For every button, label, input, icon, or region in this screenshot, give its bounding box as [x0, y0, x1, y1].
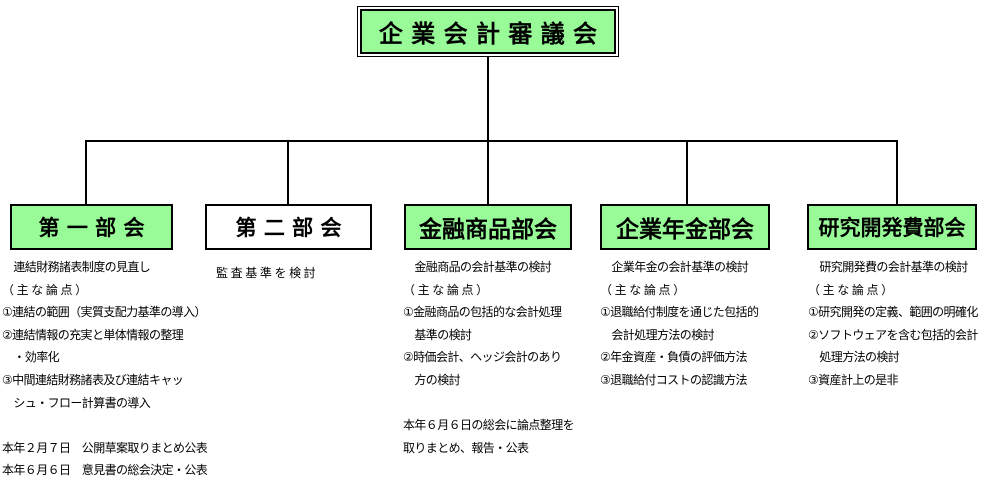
text-line: 金融商品の会計基準の検討: [403, 260, 552, 274]
dept-box-label: 金融商品部会: [419, 217, 557, 243]
text-line: 研究開発費の会計基準の検討: [808, 260, 968, 274]
text-line: ②ソフトウェアを含む包括的会計: [808, 327, 978, 342]
text-line: [403, 392, 598, 415]
text-line: ②連結情報の充実と単体情報の整理: [2, 327, 184, 342]
dept-box-label: 第 一 部 会: [38, 216, 145, 240]
text-line: 連結財務諸表制度の見直し: [2, 260, 151, 274]
dept-box-kenkyu-kaihatsuhi-bukai: 研究開発費部会: [807, 204, 977, 250]
text-line: シュ・フロー計算書の導入: [2, 395, 151, 410]
text-line: 本年６月６日 意見書の総会決定・公表: [2, 463, 208, 477]
dept-notes-kigyo-nenkin-bukai: 企業年金の会計基準の検討 （ 主 な 論 点 ） ①退職給付制度を通じた包括的 会計…: [600, 256, 795, 392]
dept-box-kigyo-nenkin-bukai: 企業年金部会: [600, 204, 770, 250]
connector-drop-2: [287, 140, 289, 204]
text-line: 企業年金の会計基準の検討: [600, 260, 749, 274]
text-line: ③資産計上の是非: [808, 372, 899, 387]
text-line: 監 査 基 準 を 検 討: [216, 266, 316, 280]
dept-box-daini-bukai: 第 二 部 会: [205, 204, 372, 250]
dept-notes-daini-bukai: 監 査 基 準 を 検 討: [216, 262, 396, 285]
text-line: ①金融商品の包括的な会計処理: [403, 305, 562, 320]
connector-drop-1: [85, 140, 87, 204]
text-line: 本年６月６日の総会に論点整理を: [403, 418, 575, 433]
text-line: 基準の検討: [403, 327, 472, 342]
text-line: 本年２月７日 公開草案取りまとめ公表: [2, 440, 208, 455]
text-line: 方の検討: [403, 372, 461, 387]
dept-box-daiichi-bukai: 第 一 部 会: [10, 204, 173, 250]
connector-stem: [487, 57, 489, 141]
connector-drop-5: [896, 140, 898, 204]
dept-notes-kenkyu-kaihatsuhi-bukai: 研究開発費の会計基準の検討 （ 主 な 論 点 ） ①研究開発の定義、範囲の明確化 ②…: [808, 256, 987, 392]
root-box-inner: 企 業 会 計 審 議 会: [360, 9, 616, 54]
dept-notes-kinyu-shohin-bukai: 金融商品の会計基準の検討 （ 主 な 論 点 ） ①金融商品の包括的な会計処理 基準…: [403, 256, 598, 459]
text-line: 処理方法の検討: [808, 350, 900, 365]
dept-box-label: 企業年金部会: [616, 217, 754, 243]
dept-notes-daiichi-bukai: 連結財務諸表制度の見直し （ 主 な 論 点 ） ①連結の範囲（実質支配力基準の導入…: [2, 256, 216, 477]
text-line: 会計処理方法の検討: [600, 327, 715, 342]
connector-drop-3: [487, 140, 489, 204]
text-line: （ 主 な 論 点 ）: [600, 282, 685, 297]
dept-box-label: 研究開発費部会: [818, 216, 966, 240]
text-line: （ 主 な 論 点 ）: [808, 282, 893, 297]
text-line: ①連結の範囲（実質支配力基準の導入）: [2, 305, 207, 320]
text-line: 取りまとめ、報告・公表: [403, 440, 529, 455]
text-line: ③中間連結財務諸表及び連結キャッ: [2, 372, 184, 387]
connector-horizontal-bar: [85, 140, 898, 142]
text-line: ・効率化: [2, 350, 60, 365]
dept-box-label: 第 二 部 会: [235, 216, 342, 240]
root-box: 企 業 会 計 審 議 会: [357, 6, 619, 57]
text-line: ②時価会計、ヘッジ会計のあり: [403, 350, 562, 365]
text-line: ①研究開発の定義、範囲の明確化: [808, 305, 978, 320]
text-line: ②年金資産・負債の評価方法: [600, 350, 748, 365]
text-line: （ 主 な 論 点 ）: [403, 282, 488, 297]
connector-drop-4: [686, 140, 688, 204]
text-line: [2, 414, 216, 437]
text-line: ③退職給付コストの認識方法: [600, 372, 748, 387]
dept-box-kinyu-shohin-bukai: 金融商品部会: [404, 204, 572, 250]
root-box-label: 企 業 会 計 審 議 会: [378, 20, 598, 48]
text-line: ①退職給付制度を通じた包括的: [600, 305, 759, 320]
text-line: （ 主 な 論 点 ）: [2, 282, 87, 297]
